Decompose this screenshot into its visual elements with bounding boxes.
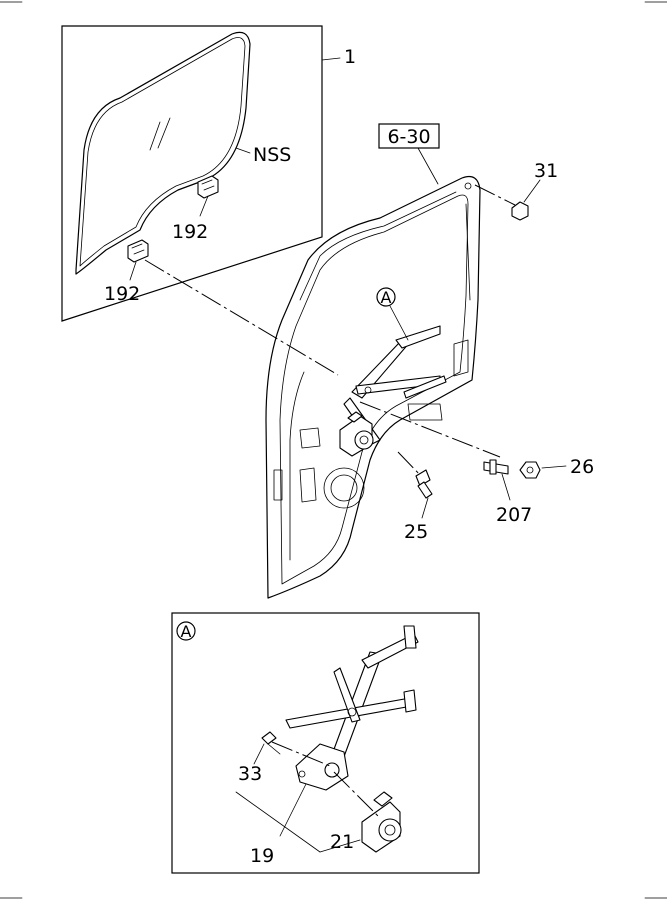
detail-assembly-lines — [271, 741, 379, 817]
door-panel — [265, 175, 481, 599]
label-nss: NSS — [253, 144, 291, 166]
label-part-26: 26 — [570, 456, 594, 478]
nut-26[interactable] — [519, 461, 567, 479]
svg-text:6-30: 6-30 — [387, 126, 430, 148]
label-part-1: 1 — [344, 46, 356, 68]
bolt-207[interactable] — [483, 459, 511, 501]
window-regulator-detail[interactable] — [285, 625, 419, 763]
detail-a-box — [171, 612, 480, 874]
leader-lines-glass — [129, 57, 341, 281]
callout-a-detail[interactable]: A — [176, 621, 196, 641]
door-glass[interactable] — [75, 31, 251, 275]
label-part-33: 33 — [238, 763, 262, 785]
screw-33[interactable] — [261, 731, 281, 755]
label-part-25: 25 — [404, 521, 428, 543]
callout-a-main[interactable]: A — [376, 287, 409, 341]
label-part-207: 207 — [496, 504, 532, 526]
label-part-192-top: 192 — [172, 221, 208, 243]
window-motor-detail[interactable] — [361, 791, 402, 853]
ref-box-6-30[interactable]: 6-30 — [378, 123, 440, 185]
glass-clip-bottom[interactable] — [127, 239, 149, 263]
assembly-lines — [144, 184, 516, 479]
window-motor-main[interactable] — [339, 411, 374, 457]
label-part-31: 31 — [534, 160, 558, 182]
svg-text:A: A — [381, 288, 392, 307]
leader-lines-detail — [235, 743, 361, 853]
label-part-19: 19 — [250, 845, 274, 867]
label-part-192-bottom: 192 — [104, 283, 140, 305]
bolt-25[interactable] — [415, 469, 433, 519]
label-part-21: 21 — [330, 831, 354, 853]
glass-clip-top[interactable] — [197, 175, 219, 199]
regulator-base-detail[interactable] — [295, 743, 349, 791]
nut-31[interactable] — [511, 179, 541, 221]
svg-text:A: A — [181, 622, 192, 641]
glass-inset-box — [61, 25, 323, 322]
